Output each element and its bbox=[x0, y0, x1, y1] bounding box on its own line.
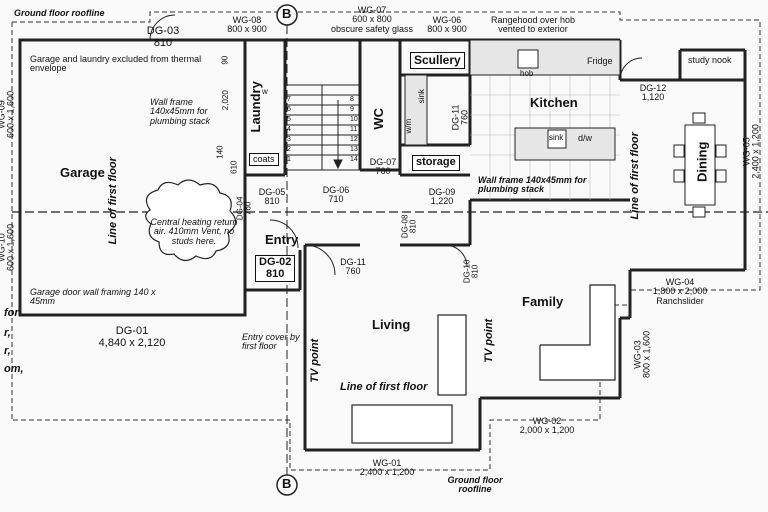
note-entry-cover: Entry cover by first floor bbox=[242, 332, 300, 352]
stair-number: 14 bbox=[350, 156, 358, 163]
section-marker-top bbox=[276, 4, 298, 26]
room-laundry: Laundry bbox=[247, 81, 263, 133]
fixture-fridge: Fridge bbox=[587, 56, 613, 66]
room-garage: Garage bbox=[60, 165, 105, 180]
room-kitchen: Kitchen bbox=[530, 95, 578, 110]
room-storage: storage bbox=[412, 155, 460, 171]
fixture-sink-kitchen: sink bbox=[549, 133, 564, 142]
stair-number: 8 bbox=[350, 96, 354, 103]
note-line-first-floor-living: Line of first floor bbox=[340, 381, 428, 393]
dining-table bbox=[673, 112, 727, 218]
section-marker-top-label: B bbox=[282, 6, 292, 21]
stair-number: 7 bbox=[287, 96, 291, 103]
sofas bbox=[351, 284, 616, 444]
stair-number: 9 bbox=[350, 106, 354, 113]
note-garage-excluded: Garage and laundry excluded from thermal… bbox=[30, 54, 202, 74]
room-wc: WC bbox=[371, 107, 387, 130]
stair-number: 2 bbox=[287, 146, 291, 153]
note-rangehood: Rangehood over hob vented to exterior bbox=[490, 15, 576, 35]
roofline-outline bbox=[11, 11, 761, 471]
section-marker-bottom-label: B bbox=[282, 476, 292, 491]
room-dining: Dining bbox=[694, 141, 710, 183]
left-edge-fragment-3: r, bbox=[4, 345, 11, 357]
room-entry: Entry bbox=[265, 232, 299, 247]
dim-610: 610 bbox=[229, 160, 239, 174]
roofline-bottom-label: Ground floor roofline bbox=[447, 475, 503, 495]
note-wall-frame-laundry: Wall frame 140x45mm for plumbing stack bbox=[150, 97, 211, 126]
note-line-first-floor-garage: Line of first floor bbox=[106, 157, 119, 245]
dim-140: 140 bbox=[215, 145, 225, 159]
dim-2020: 2,020 bbox=[220, 90, 230, 111]
left-edge-fragment-1: for bbox=[4, 307, 19, 319]
dim-90: 90 bbox=[220, 55, 230, 65]
stair-number: 10 bbox=[350, 116, 358, 123]
room-study-nook: study nook bbox=[688, 55, 732, 65]
room-coats: coats bbox=[249, 153, 279, 167]
room-living: Living bbox=[372, 317, 411, 332]
stair-number: 11 bbox=[350, 126, 357, 133]
stair-number: 5 bbox=[287, 116, 291, 123]
room-scullery: Scullery bbox=[410, 52, 465, 69]
stair-number: 3 bbox=[287, 136, 291, 143]
stair-number: 6 bbox=[287, 106, 291, 113]
staircase bbox=[284, 84, 361, 171]
note-tv-point-living: TV point bbox=[309, 338, 322, 383]
fixture-dishwasher: d/w bbox=[578, 133, 593, 143]
stair-number: 12 bbox=[350, 136, 358, 143]
note-line-first-floor-dining: Line of first floor bbox=[628, 132, 641, 220]
fixture-sink-scullery: sink bbox=[416, 89, 426, 104]
fixture-washing-machine: w/m bbox=[404, 118, 414, 134]
door-swings bbox=[149, 14, 643, 276]
fixture-hob: hob bbox=[520, 69, 534, 78]
roofline-top-label: Ground floor roofline bbox=[14, 8, 105, 18]
room-family: Family bbox=[522, 294, 564, 309]
fixture-washer: w bbox=[262, 87, 268, 96]
note-wall-frame-storage: Wall frame 140x45mm for plumbing stack bbox=[478, 175, 587, 195]
stair-number: 13 bbox=[350, 146, 358, 153]
stair-number: 4 bbox=[287, 126, 291, 133]
note-tv-point-family: TV point bbox=[483, 318, 496, 363]
note-central-heating: Central heating return air. 410mm Vent, … bbox=[150, 217, 238, 246]
left-edge-fragment-4: om, bbox=[4, 363, 24, 375]
note-garage-door-framing: Garage door wall framing 140 x 45mm bbox=[30, 287, 156, 307]
stair-number: 1 bbox=[287, 156, 291, 163]
section-marker-bottom bbox=[276, 474, 298, 496]
kitchen-benches bbox=[404, 39, 621, 161]
left-edge-fragment-2: r, bbox=[4, 327, 11, 339]
central-heating-cloud bbox=[145, 179, 237, 262]
